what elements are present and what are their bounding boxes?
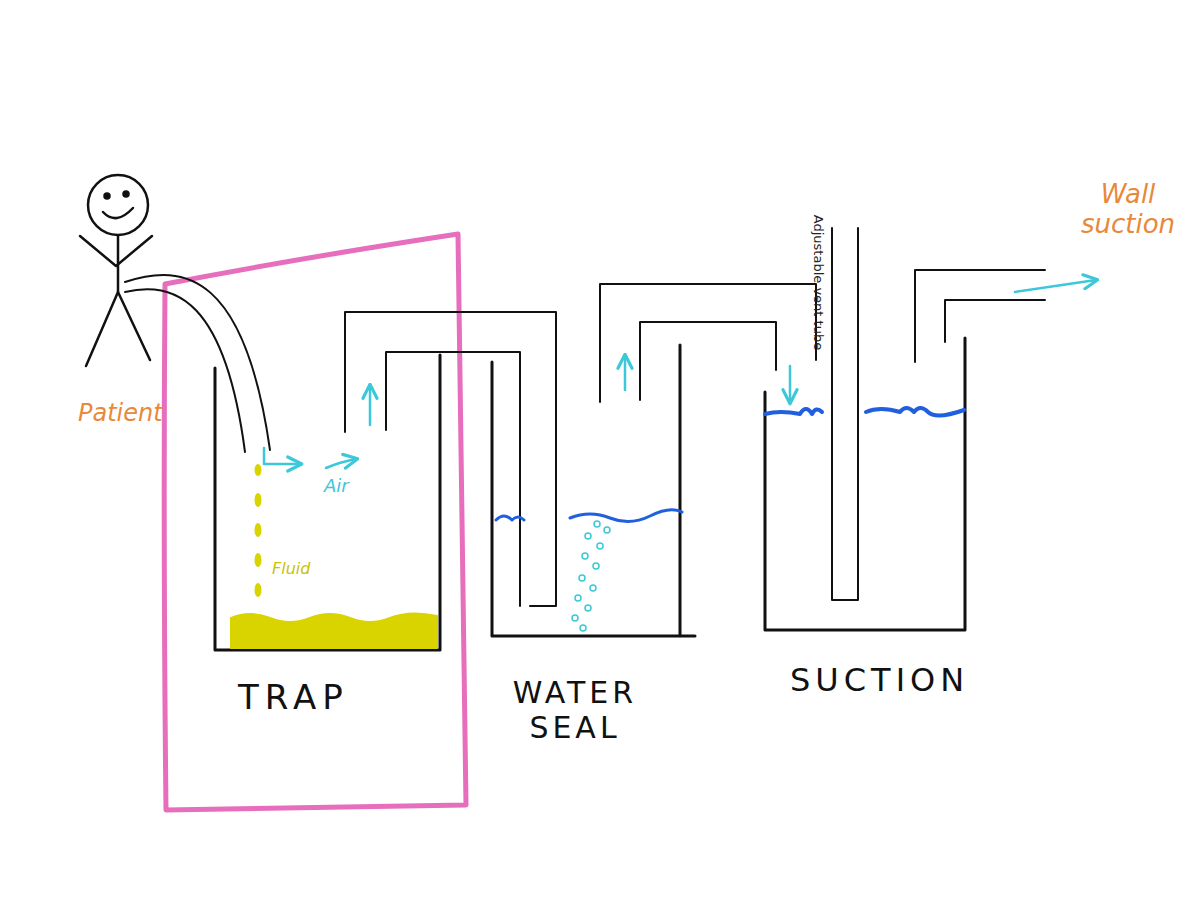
suction-chamber [765, 338, 965, 630]
chamber-label: SUCTION [790, 662, 990, 699]
fluid-layer [231, 613, 437, 648]
chamber-label: WATER SEAL [500, 676, 650, 745]
trap-outlet-pipe [345, 312, 556, 606]
water-level [765, 408, 964, 416]
patient-label: Patient [78, 400, 198, 428]
vent-tube [832, 228, 858, 600]
patient-figure [80, 175, 152, 366]
air-label: Air [324, 476, 384, 497]
highlight-outline [164, 234, 466, 810]
bubbles [572, 521, 610, 631]
fluid-label: Fluid [272, 560, 342, 578]
suction-outlet-pipe [915, 270, 1045, 362]
chamber-label: TRAP [238, 678, 398, 717]
water-seal-chamber [492, 345, 695, 636]
fluid-drops [255, 464, 262, 597]
seal-outlet-pipe [600, 284, 816, 402]
air-flow-arrows [1015, 280, 1096, 292]
wall-suction-label: Wall suction [1072, 180, 1184, 240]
vent-tube-label: Adjustable vent tube [811, 214, 826, 349]
trap-chamber [215, 355, 440, 650]
water-level [496, 510, 682, 522]
air-flow-arrows [264, 386, 370, 468]
